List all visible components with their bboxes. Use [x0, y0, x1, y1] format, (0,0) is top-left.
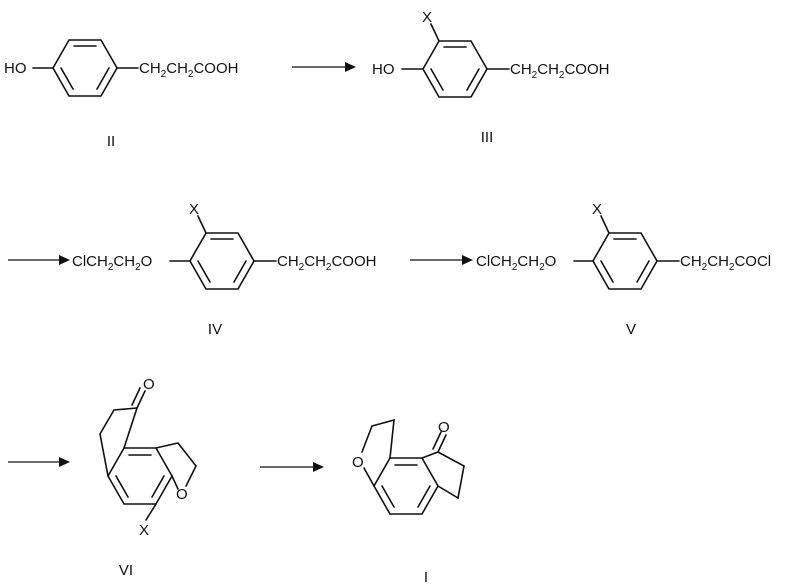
cyclopentanone-ring — [99, 407, 139, 477]
carbonyl-bond — [432, 431, 442, 450]
benzene-ring — [52, 39, 118, 97]
compound-number: VI — [119, 562, 133, 579]
benzene-ring — [373, 457, 439, 515]
substituent-x: X — [189, 201, 199, 218]
bond — [197, 215, 207, 234]
double-bond — [430, 68, 444, 91]
double-bond — [417, 485, 431, 508]
benzene-ring — [422, 40, 488, 98]
carbonyl-bond — [136, 390, 146, 409]
bond — [363, 467, 375, 487]
compound-iii: HO X CH2CH2COOH III — [372, 9, 609, 146]
double-bond — [115, 475, 129, 498]
double-bond — [151, 475, 165, 498]
bond — [600, 215, 610, 234]
side-chain-label: CH2CH2COOH — [139, 60, 238, 80]
compound-number: III — [481, 129, 494, 146]
reaction-arrow — [8, 255, 70, 265]
substituent-x: X — [139, 522, 149, 539]
double-bond — [636, 260, 650, 283]
double-bond — [233, 260, 247, 283]
reaction-arrow — [410, 255, 473, 265]
double-bond — [381, 485, 395, 508]
dihydrofuran-ring — [155, 442, 197, 487]
hydroxy-label: HO — [4, 60, 27, 77]
reaction-arrow — [8, 457, 70, 467]
chloroethoxy-label: ClCH2CH2O — [72, 253, 152, 273]
dihydrofuran-ring — [361, 418, 395, 459]
double-bond — [96, 67, 110, 90]
chloroethoxy-label: ClCH2CH2O — [476, 253, 556, 273]
compound-i: O O I — [352, 418, 465, 586]
double-bond — [60, 67, 74, 90]
bond — [171, 475, 179, 490]
compound-number: II — [107, 133, 115, 150]
compound-vi: O O X VI — [99, 376, 197, 579]
reaction-arrow — [292, 62, 356, 72]
bond — [430, 23, 440, 42]
compound-ii: HO CH2CH2COOH II — [4, 39, 238, 150]
compound-v: ClCH2CH2O X CH2CH2COCl V — [476, 201, 771, 338]
compound-number: I — [424, 569, 428, 586]
carbonyl-bond — [131, 387, 141, 406]
double-bond — [600, 260, 614, 283]
hydroxy-label: HO — [372, 61, 395, 78]
ketone-oxygen: O — [143, 376, 155, 393]
compound-iv: ClCH2CH2O X CH2CH2COOH IV — [72, 201, 376, 338]
substituent-x: X — [592, 201, 602, 218]
cyclopentanone-ring — [421, 451, 465, 500]
bond — [145, 503, 157, 521]
benzene-ring — [107, 447, 173, 505]
side-chain-label: CH2CH2COOH — [277, 253, 376, 273]
double-bond — [466, 68, 480, 91]
side-chain-label: CH2CH2COCl — [680, 253, 771, 273]
benzene-ring — [592, 232, 658, 290]
ring-oxygen: O — [352, 454, 364, 471]
carbonyl-bond — [437, 434, 447, 453]
double-bond — [197, 260, 211, 283]
side-chain-label: CH2CH2COOH — [510, 61, 609, 81]
ring-oxygen: O — [176, 486, 188, 503]
substituent-x: X — [422, 9, 432, 26]
benzene-ring — [189, 232, 255, 290]
compound-number: IV — [208, 321, 222, 338]
ketone-oxygen: O — [438, 419, 450, 436]
compound-number: V — [626, 321, 636, 338]
reaction-arrow — [260, 462, 324, 472]
